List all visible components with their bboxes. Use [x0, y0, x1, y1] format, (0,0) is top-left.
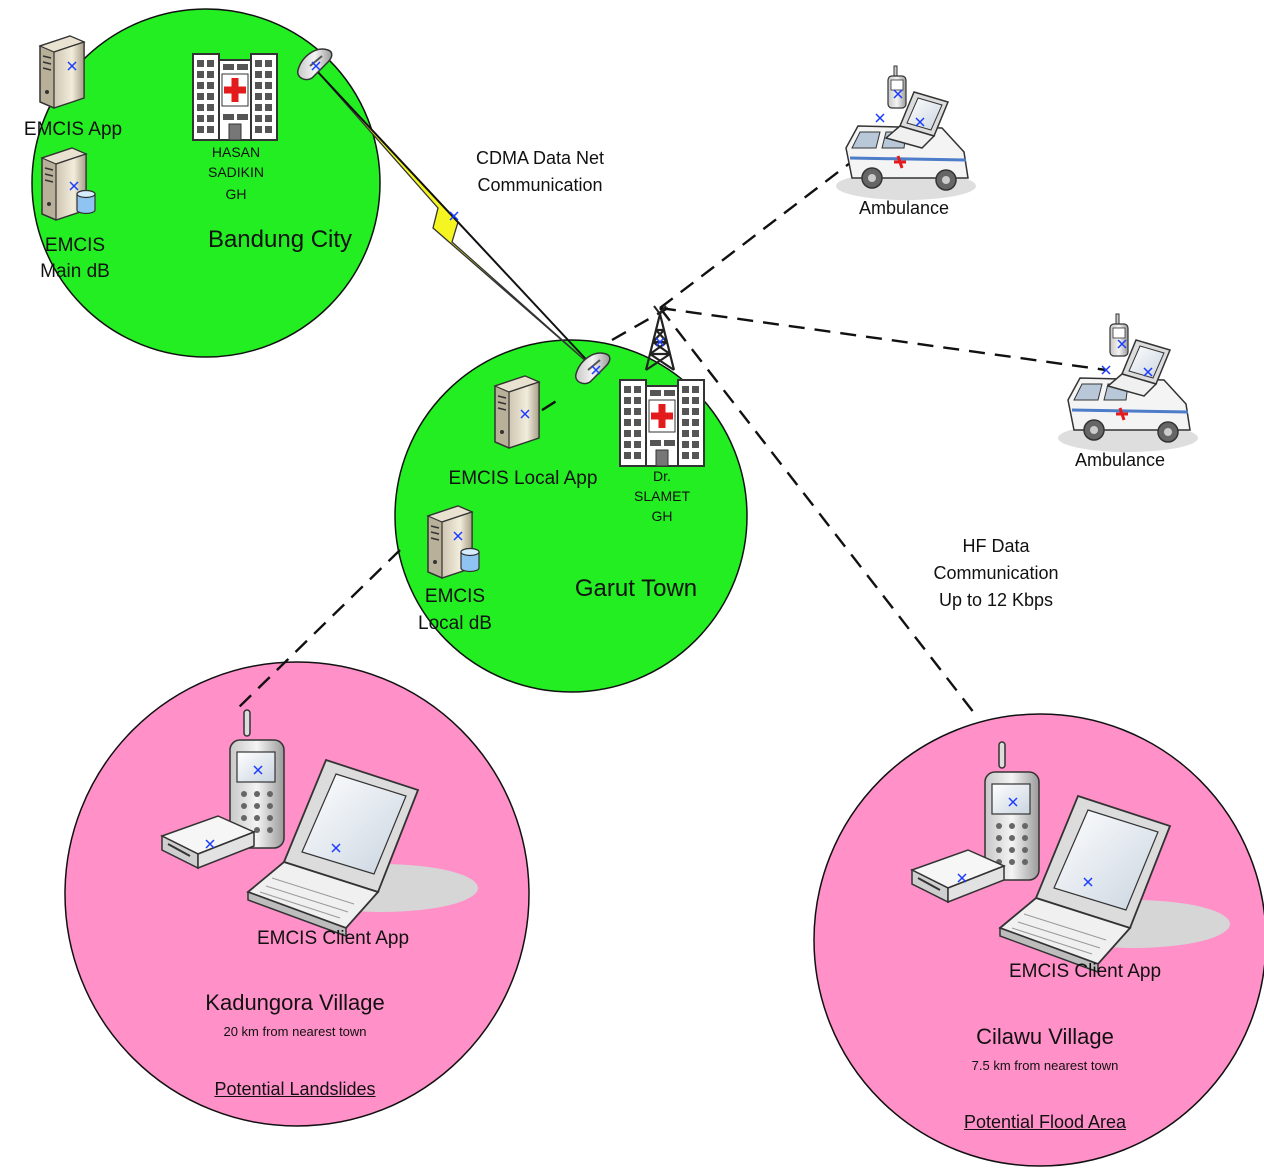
kadungora-distance-label: 20 km from nearest town — [223, 1024, 367, 1039]
garut-town-label: Garut Town — [574, 575, 698, 602]
ambulance-1-label: Ambulance — [858, 198, 950, 218]
hasan-label-2: SADIKIN — [207, 164, 264, 180]
cilawu-risk-label: Potential Flood Area — [963, 1112, 1127, 1132]
hasan-sadikin-hospital-icon — [193, 54, 277, 140]
slamet-label-1: Dr. — [653, 468, 671, 484]
kadungora-client-app-label: EMCIS Client App — [256, 928, 410, 949]
hf-label-2: Communication — [933, 563, 1059, 583]
emcis-main-db-label-1: EMCIS — [44, 235, 106, 256]
emcis-local-app-label: EMCIS Local App — [448, 468, 598, 489]
emcis-app-label: EMCIS App — [23, 119, 123, 140]
slamet-label-2: SLAMET — [633, 488, 690, 504]
emcis-local-db-server-icon — [427, 505, 480, 579]
hf-label-1: HF Data — [962, 536, 1030, 556]
hasan-label-3: GH — [225, 186, 247, 202]
cdma-label-2: Communication — [477, 175, 603, 195]
emcis-main-db-label-2: Main dB — [40, 261, 110, 282]
emcis-app-server-icon — [39, 35, 85, 109]
emcis-local-db-label-2: Local dB — [418, 613, 492, 634]
cilawu-distance-label: 7.5 km from nearest town — [971, 1058, 1119, 1073]
hasan-label-1: HASAN — [211, 144, 261, 160]
ambulance-2-label: Ambulance — [1074, 450, 1166, 470]
emcis-local-db-label-1: EMCIS — [424, 586, 486, 607]
emcis-local-app-server-icon — [494, 375, 540, 449]
kadungora-village-label: Kadungora Village — [205, 990, 385, 1015]
ambulance-2-icon — [1056, 313, 1200, 454]
bandung-city-label: Bandung City — [207, 226, 353, 253]
slamet-label-3: GH — [651, 508, 673, 524]
ambulance-1-icon — [834, 65, 978, 202]
cdma-label-1: CDMA Data Net — [475, 148, 605, 168]
kadungora-risk-label: Potential Landslides — [214, 1079, 376, 1099]
cilawu-village-label: Cilawu Village — [976, 1024, 1114, 1049]
slamet-hospital-icon — [620, 380, 704, 466]
hf-label-3: Up to 12 Kbps — [938, 590, 1054, 610]
region-bandung-circle — [31, 8, 381, 358]
cilawu-client-app-label: EMCIS Client App — [1008, 961, 1162, 982]
